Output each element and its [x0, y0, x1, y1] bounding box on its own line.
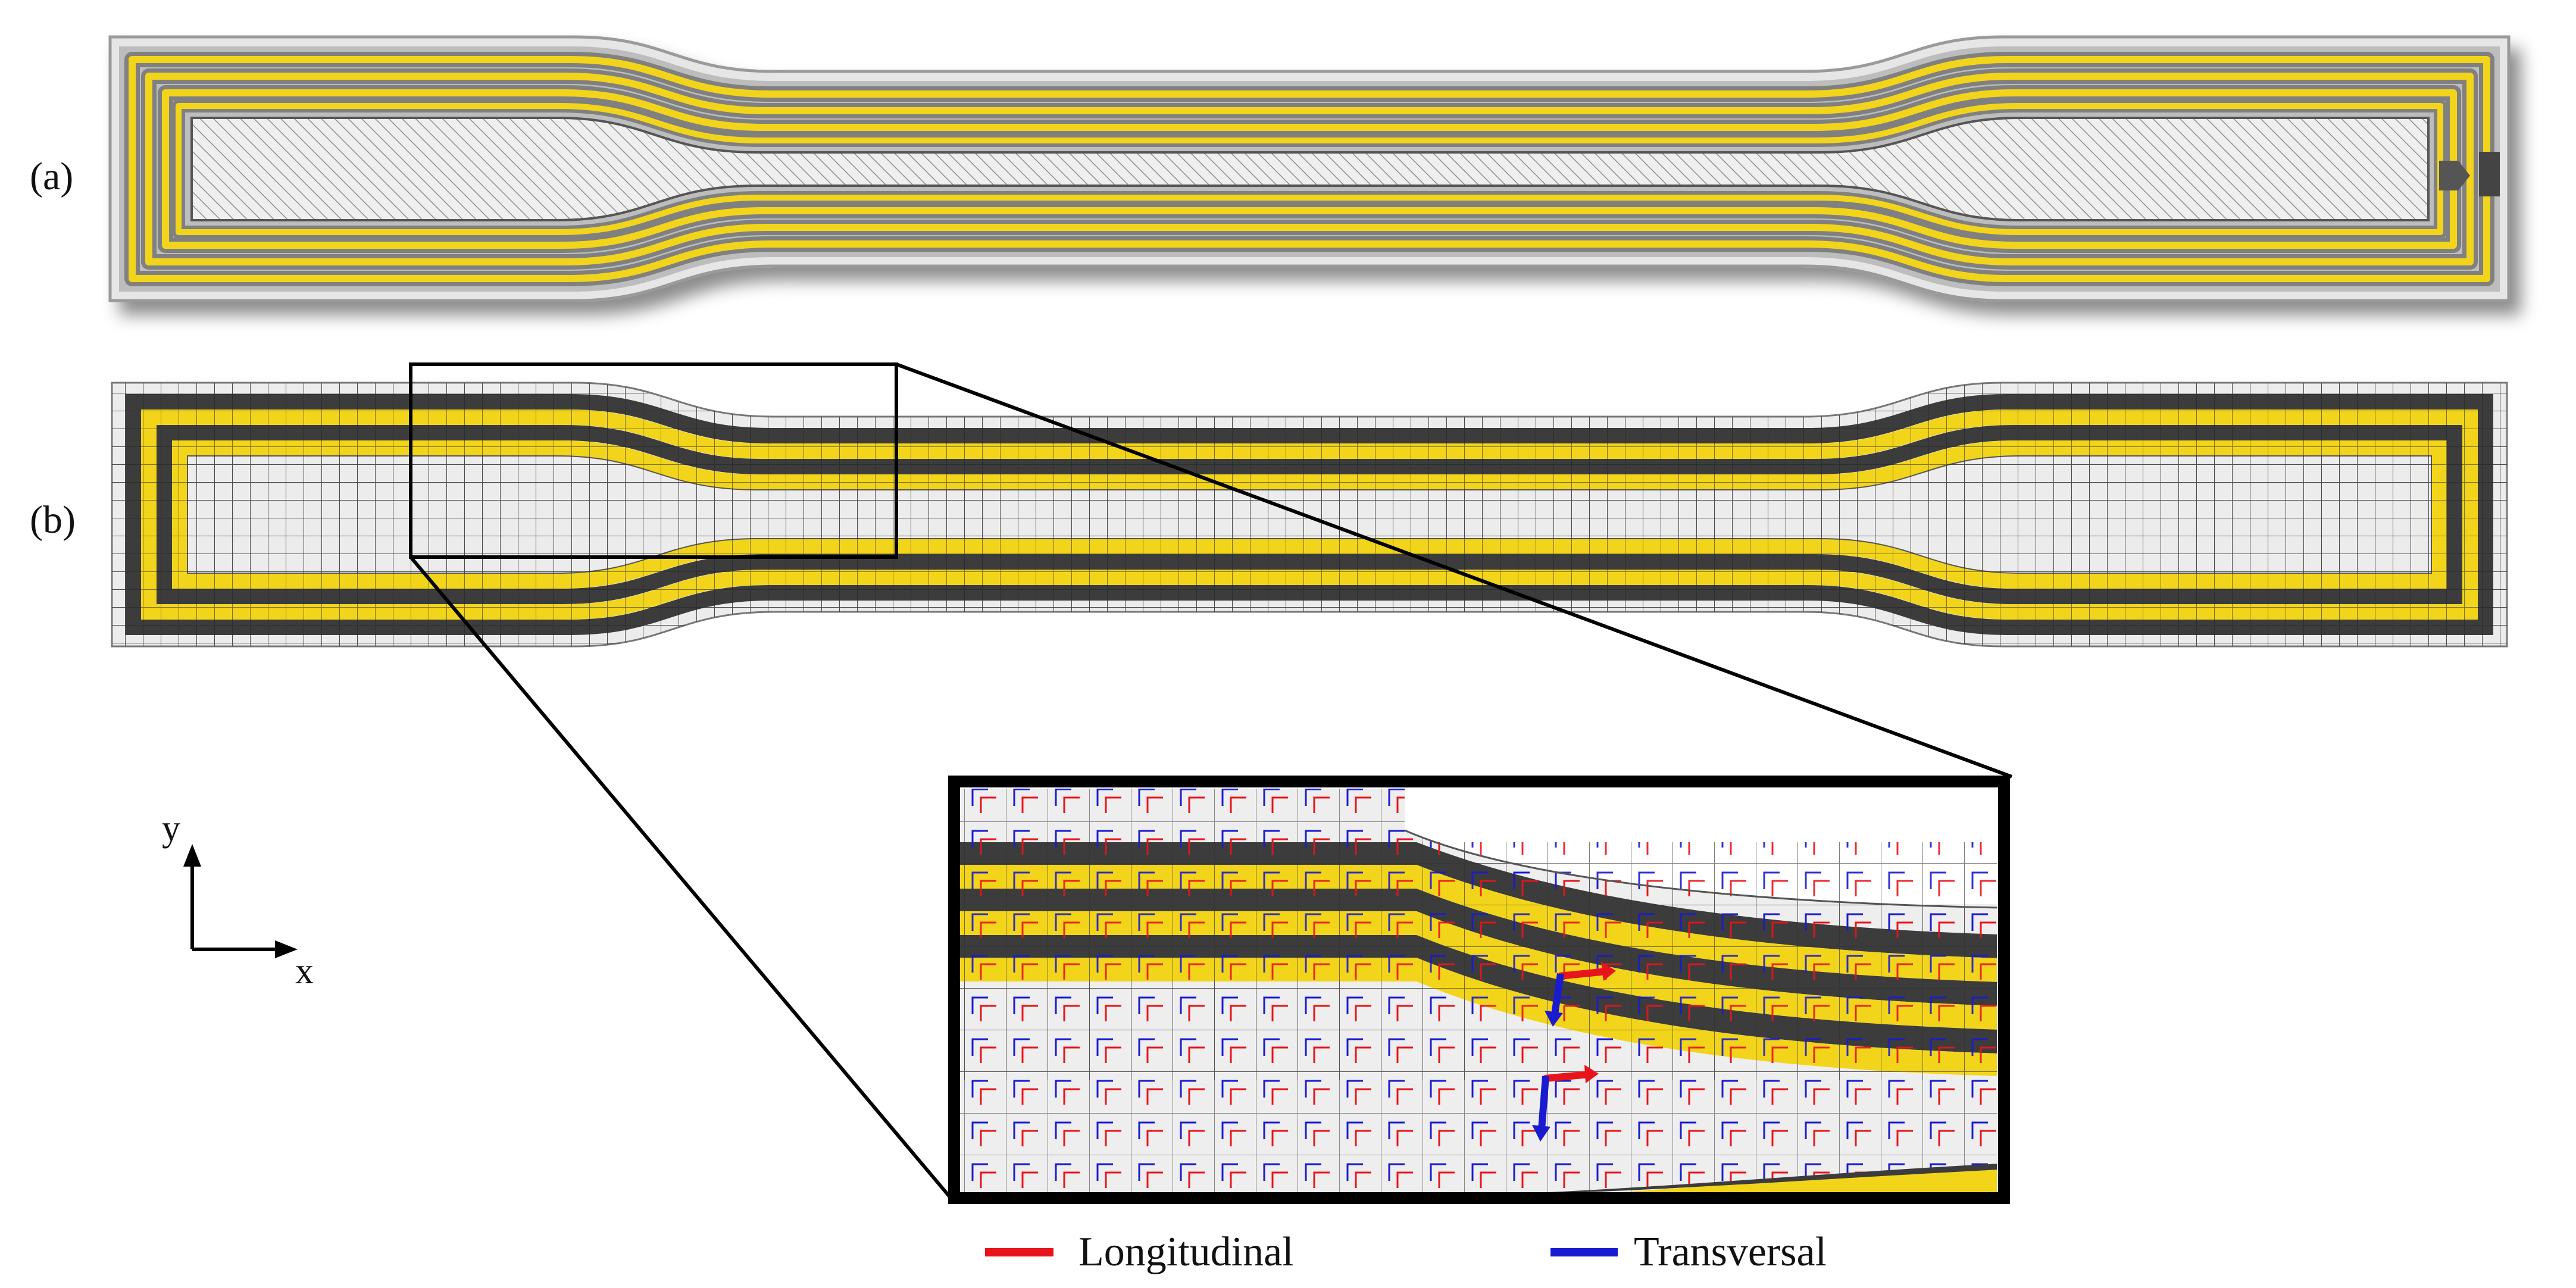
zoom-frame — [948, 776, 2010, 1204]
panel-label-b: (b) — [30, 498, 76, 542]
orientation-arrows — [1532, 962, 1616, 1142]
bead-orientation-arrow — [1545, 962, 1616, 1027]
y-axis-label: y — [162, 808, 180, 849]
zoom-connector-top — [895, 362, 2013, 779]
panel-a-infill — [190, 117, 2500, 221]
zoom-connector-bottom — [409, 556, 951, 1198]
zoom-inset — [948, 776, 2010, 1204]
panel-label-a: (a) — [30, 155, 73, 198]
legend-item-longitudinal: Longitudinal — [985, 1229, 1294, 1275]
legend-label-longitudinal: Longitudinal — [1078, 1229, 1294, 1275]
infill-orientation-arrow — [1532, 1065, 1599, 1142]
x-axis-label: x — [295, 951, 314, 992]
legend: Longitudinal Transversal — [985, 1229, 1827, 1275]
panel-a-beads — [124, 52, 2494, 286]
coordinate-axes: y x — [162, 808, 314, 992]
zoom-beads — [958, 842, 1997, 1193]
legend-item-transversal: Transversal — [1550, 1229, 1827, 1275]
zoom-box — [409, 362, 898, 559]
zoom-indicator — [409, 362, 2013, 1198]
legend-label-transversal: Transversal — [1634, 1229, 1827, 1275]
panel-b-mesh-overlay — [112, 383, 2507, 646]
